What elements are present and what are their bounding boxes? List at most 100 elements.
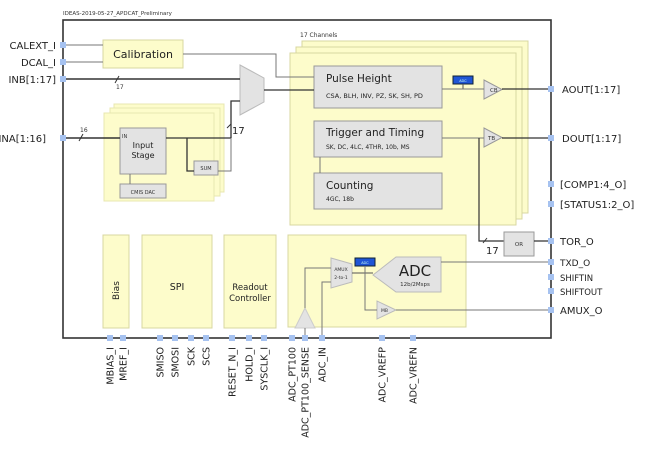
svg-text:12b/2Msps: 12b/2Msps: [400, 282, 430, 288]
sum-block: SUM: [193, 160, 219, 176]
svg-text:CMIS DAC: CMIS DAC: [131, 190, 156, 196]
pin-mref-i[interactable]: [120, 335, 126, 341]
trigger-timing-block: Trigger and Timing SK, DC, 4LC, 4THR, 10…: [313, 120, 443, 158]
svg-text:DOUT[1:17]: DOUT[1:17]: [562, 134, 621, 145]
adc-tag-channel: ADC: [452, 75, 474, 85]
pin-label: ADC_VREFN: [409, 347, 420, 404]
pin-amux-o[interactable]: [548, 307, 554, 313]
readout-controller-block: Readout Controller: [223, 234, 277, 329]
pin-scs[interactable]: [203, 335, 209, 341]
pin-label: ADC_PT100: [288, 347, 299, 402]
pin-adc-pt100-sense[interactable]: [302, 335, 308, 341]
calibration-label: Calibration: [113, 48, 173, 61]
svg-text:Stage: Stage: [131, 151, 154, 160]
pin-smosi[interactable]: [172, 335, 178, 341]
svg-text:AOUT[1:17]: AOUT[1:17]: [562, 85, 620, 96]
svg-text:Controller: Controller: [229, 294, 271, 304]
pin-aout[interactable]: [548, 86, 554, 92]
pin-label: SMISO: [156, 347, 167, 378]
svg-text:SPI: SPI: [170, 282, 185, 293]
pin-hold-i[interactable]: [246, 335, 252, 341]
pin-sck[interactable]: [188, 335, 194, 341]
or-block: OR: [503, 231, 535, 257]
pin-label: ADC_PT100_SENSE: [301, 347, 312, 438]
adc-tag-main: ADC: [354, 257, 376, 267]
svg-text:SHIFTOUT: SHIFTOUT: [560, 288, 603, 298]
left-pins: CALEXT_I DCAL_I INB[1:17] INA[1:16]: [0, 41, 103, 145]
svg-text:TOR_O: TOR_O: [559, 237, 594, 248]
svg-text:TB: TB: [487, 136, 495, 142]
channels-label: 17 Channels: [300, 32, 337, 39]
pin-adc-vrefn[interactable]: [410, 335, 416, 341]
pin-label: MBIAS_I: [106, 347, 117, 385]
svg-text:SUM: SUM: [200, 166, 211, 172]
svg-text:INA[1:16]: INA[1:16]: [0, 134, 46, 145]
svg-text:Readout: Readout: [232, 283, 268, 293]
pin-inb[interactable]: [60, 76, 66, 82]
trigger-timing-sub: SK, DC, 4LC, 4THR, 10b, MS: [326, 144, 410, 151]
pin-comp[interactable]: [548, 181, 554, 187]
svg-text:SHIFTIN: SHIFTIN: [560, 274, 593, 284]
cmis-dac-block: CMIS DAC: [119, 183, 167, 199]
pin-dout[interactable]: [548, 135, 554, 141]
svg-text:AMUX_O: AMUX_O: [560, 306, 603, 317]
pin-shiftout[interactable]: [548, 288, 554, 294]
svg-text:ADC: ADC: [361, 261, 369, 265]
svg-text:OR: OR: [515, 242, 523, 248]
svg-text:AMUX: AMUX: [334, 267, 347, 273]
pin-status[interactable]: [548, 201, 554, 207]
ina-bus-width: 16: [80, 127, 88, 134]
pin-label: SCS: [202, 347, 213, 366]
mux-bus-width: 17: [232, 126, 245, 137]
pin-adc-vrefp[interactable]: [379, 335, 385, 341]
pin-dcal[interactable]: [60, 59, 66, 65]
pin-tor[interactable]: [548, 238, 554, 244]
svg-text:Input: Input: [133, 141, 154, 150]
right-pins: AOUT[1:17] DOUT[1:17] [COMP1:4_O] [STATU…: [548, 85, 634, 317]
pin-label: HOLD_I: [245, 347, 256, 382]
pin-reset-n-i[interactable]: [229, 335, 235, 341]
adc-block: ADC 12b/2Msps: [372, 256, 442, 293]
pin-txd[interactable]: [548, 259, 554, 265]
pulse-height-title: Pulse Height: [326, 73, 392, 85]
pulse-height-block: Pulse Height CSA, BLH, INV, PZ, SK, SH, …: [313, 65, 443, 109]
pin-label: MREF_I: [119, 347, 130, 381]
pin-label: ADC_IN: [318, 347, 329, 382]
tor-bus-width: 17: [486, 246, 499, 257]
amux-icon: [330, 257, 353, 289]
pin-label: SCK: [187, 346, 198, 366]
pulse-height-sub: CSA, BLH, INV, PZ, SK, SH, PD: [326, 92, 423, 100]
spi-block: SPI: [141, 234, 213, 329]
bias-block: Bias: [102, 234, 130, 329]
pin-smiso[interactable]: [157, 335, 163, 341]
svg-text:INB[1:17]: INB[1:17]: [8, 75, 56, 86]
svg-text:[COMP1:4_O]: [COMP1:4_O]: [560, 180, 626, 191]
svg-text:ADC: ADC: [459, 79, 467, 83]
pin-label: SMOSI: [171, 347, 182, 378]
pin-shiftin[interactable]: [548, 274, 554, 280]
pin-adc-in[interactable]: [319, 335, 325, 341]
inb-bus-width: 17: [116, 84, 124, 91]
pin-label: RESET_N_I: [228, 347, 239, 397]
svg-text:[STATUS1:2_O]: [STATUS1:2_O]: [560, 200, 634, 211]
svg-text:MB: MB: [381, 308, 388, 314]
pin-sysclk-i[interactable]: [261, 335, 267, 341]
pin-ina[interactable]: [60, 135, 66, 141]
svg-text:ADC: ADC: [399, 262, 431, 280]
diagram-title: IDEAS-2019-05-27_APDCAT_Preliminary: [63, 11, 173, 17]
pin-calext[interactable]: [60, 42, 66, 48]
counting-title: Counting: [326, 180, 373, 192]
pin-label: ADC_VREFP: [378, 347, 389, 403]
input-stage-block: IN Input Stage: [119, 127, 167, 175]
input-mux-icon: [239, 64, 265, 116]
svg-text:CALEXT_I: CALEXT_I: [10, 41, 56, 52]
svg-text:TXD_O: TXD_O: [559, 259, 590, 269]
pin-adc-pt100[interactable]: [289, 335, 295, 341]
svg-text:IN: IN: [122, 134, 127, 140]
pin-mbias-i[interactable]: [107, 335, 113, 341]
svg-text:DCAL_I: DCAL_I: [21, 58, 56, 69]
counting-sub: 4GC, 18b: [326, 196, 354, 203]
svg-text:Bias: Bias: [112, 281, 122, 300]
